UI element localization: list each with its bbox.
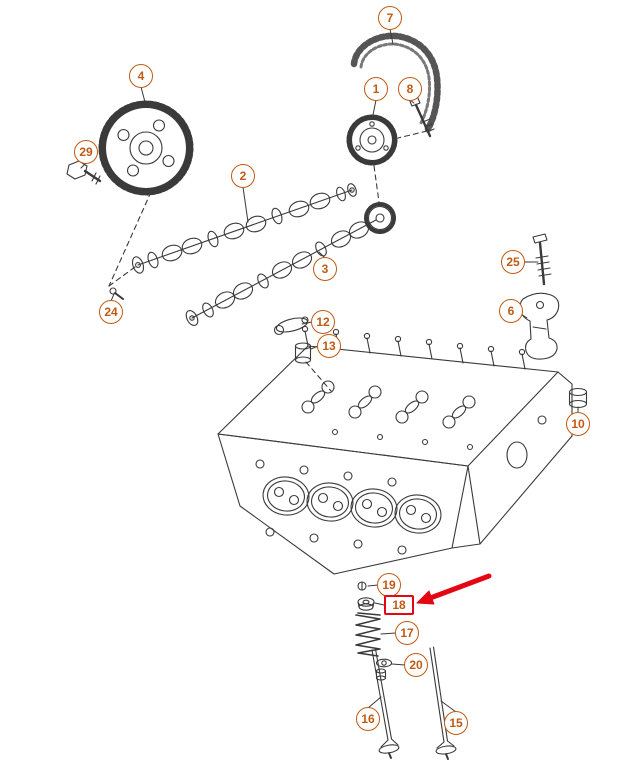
callout-13[interactable]: 13 xyxy=(317,334,341,358)
part-cylinder-head xyxy=(217,325,573,575)
part-valve-16 xyxy=(371,648,400,759)
part-timing-chain xyxy=(350,32,441,133)
part-spring-retainer xyxy=(357,597,375,611)
part-valve-spring xyxy=(355,612,381,657)
callout-17[interactable]: 17 xyxy=(395,621,419,645)
callout-2[interactable]: 2 xyxy=(231,164,255,188)
part-valve-keepers xyxy=(357,581,367,591)
part-chain-tensioner xyxy=(519,292,560,360)
callout-18[interactable]: 18 xyxy=(384,595,414,615)
callout-19[interactable]: 19 xyxy=(377,573,401,597)
callout-1[interactable]: 1 xyxy=(364,77,388,101)
callout-15[interactable]: 15 xyxy=(444,711,468,735)
part-camshaft-adjuster xyxy=(346,114,398,166)
callout-6[interactable]: 6 xyxy=(499,299,523,323)
part-camshaft-gear xyxy=(98,100,194,196)
callout-12[interactable]: 12 xyxy=(311,310,335,334)
part-camshaft-3 xyxy=(185,202,396,326)
construction-lines xyxy=(108,130,428,392)
callout-4[interactable]: 4 xyxy=(129,64,153,88)
callout-3[interactable]: 3 xyxy=(313,257,337,281)
part-camshaft-2 xyxy=(131,183,357,274)
callout-7[interactable]: 7 xyxy=(378,6,402,30)
callout-24[interactable]: 24 xyxy=(99,300,123,324)
callout-16[interactable]: 16 xyxy=(356,707,380,731)
part-bolt-25 xyxy=(532,233,552,286)
highlight-arrow xyxy=(416,573,492,605)
callout-25[interactable]: 25 xyxy=(501,250,525,274)
callout-29[interactable]: 29 xyxy=(74,140,98,164)
part-plug-24 xyxy=(109,287,124,300)
callout-10[interactable]: 10 xyxy=(566,412,590,436)
callout-8[interactable]: 8 xyxy=(398,77,422,101)
callout-20[interactable]: 20 xyxy=(404,653,428,677)
